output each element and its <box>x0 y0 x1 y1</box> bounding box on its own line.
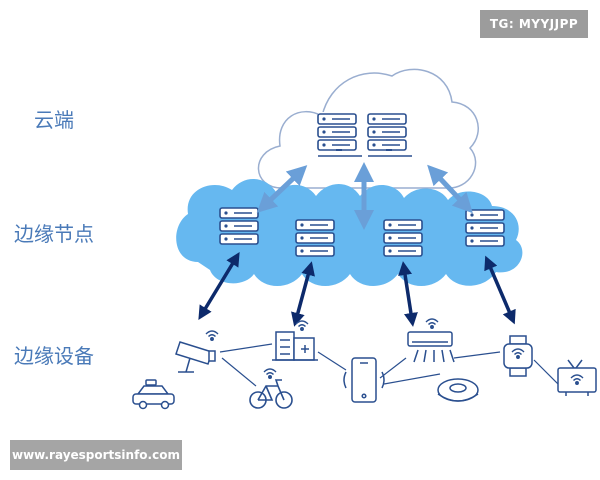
robot-vacuum-icon <box>437 378 479 402</box>
surveillance-camera-icon <box>175 330 219 373</box>
device-link-arrow-3 <box>398 261 418 327</box>
smartphone-icon <box>343 357 385 403</box>
edge-server-4 <box>465 209 505 247</box>
edge-server-2 <box>295 219 335 257</box>
device-link-arrow-1 <box>198 252 240 320</box>
smartwatch-icon <box>503 335 533 377</box>
cloud-server-right <box>367 113 412 157</box>
cloud-tier-label: 云端 <box>34 108 74 132</box>
edge-server-1 <box>219 207 259 245</box>
device-link-arrow-4 <box>484 255 516 325</box>
cloud-server-left <box>317 112 362 157</box>
uplink-arrow-left <box>256 165 308 213</box>
url-watermark-badge: www.rayesportsinfo.com <box>10 440 182 470</box>
device-network-lines <box>219 343 559 387</box>
device-link-arrow-2 <box>291 261 315 327</box>
uplink-arrow-right <box>427 164 473 214</box>
edge-server-3 <box>383 219 423 257</box>
smart-tv-icon <box>557 359 597 396</box>
bicycle-icon <box>249 368 293 409</box>
tg-watermark-badge: TG: MYYJJPP <box>480 10 588 38</box>
edge-node-tier-label: 边缘节点 <box>14 222 94 246</box>
taxi-icon <box>132 379 175 410</box>
air-conditioner-icon <box>407 318 455 363</box>
hospital-icon <box>272 320 318 361</box>
edge-device-tier-label: 边缘设备 <box>14 344 94 368</box>
